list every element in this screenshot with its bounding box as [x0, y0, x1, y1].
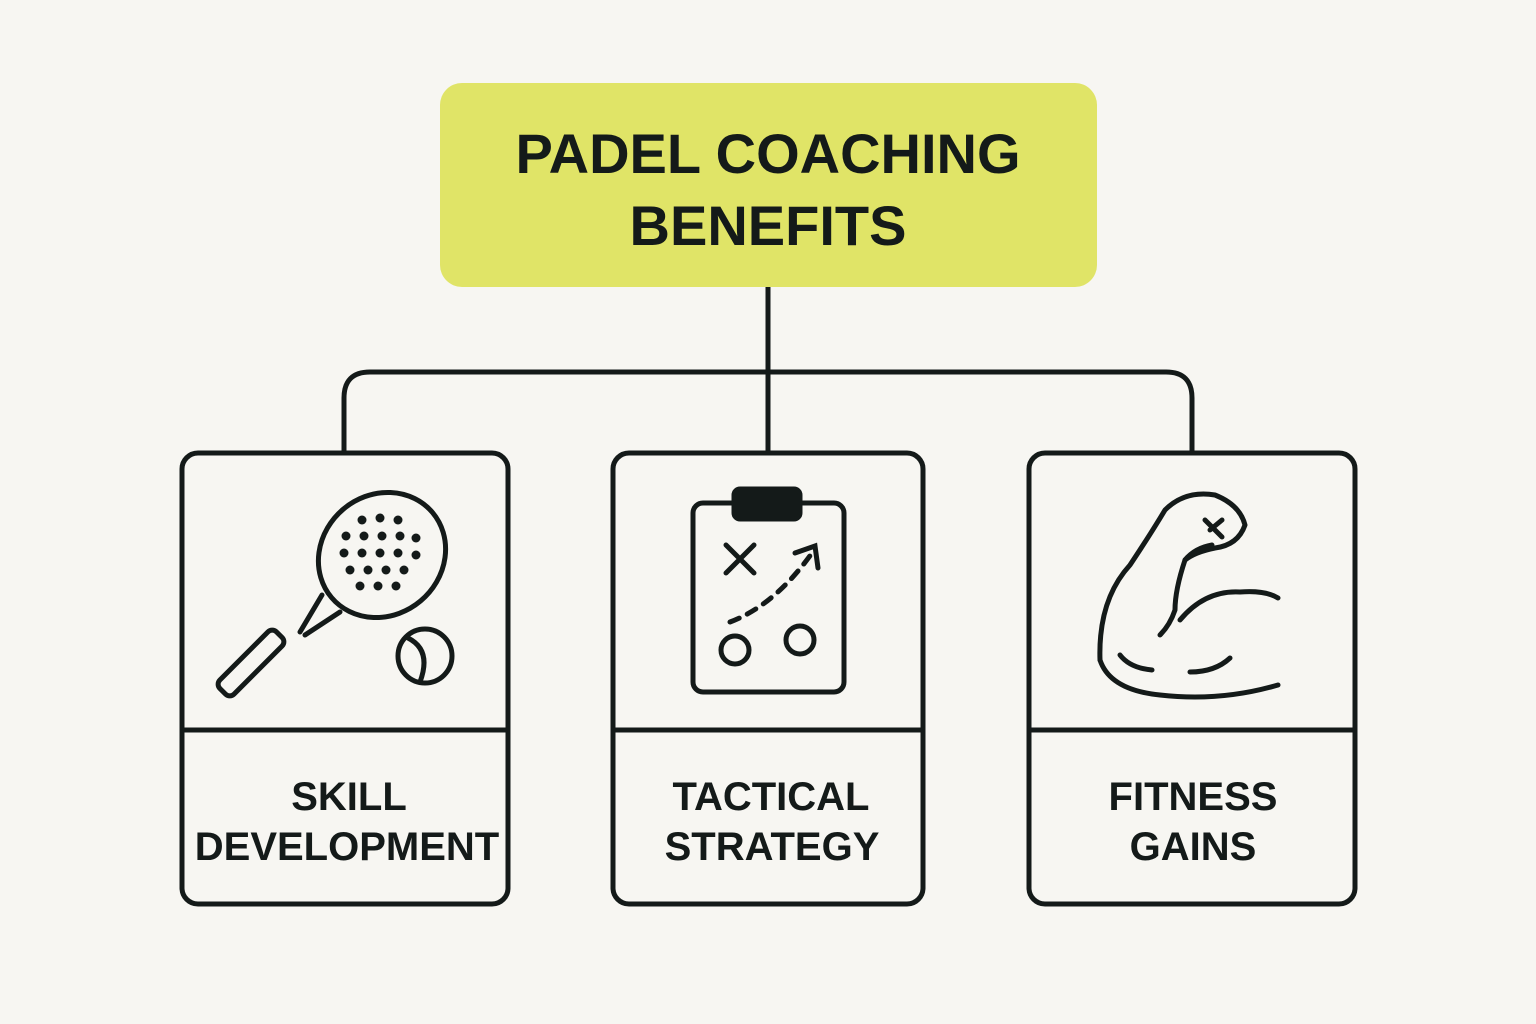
card-skill-development: SKILL DEVELOPMENT [179, 450, 511, 907]
card-label-line-2: DEVELOPMENT [195, 825, 499, 869]
title-line-2: BENEFITS [630, 194, 907, 257]
title-line-1: PADEL COACHING [515, 122, 1020, 185]
connector-lines [341, 287, 1195, 452]
card-label-line-1: TACTICAL [673, 775, 870, 819]
card-tactical-strategy: TACTICAL STRATEGY [610, 450, 926, 907]
title-box: PADEL COACHING BENEFITS [440, 83, 1097, 287]
padel-racket-icon [215, 489, 455, 699]
card-label-line-1: SKILL [291, 775, 407, 819]
card-fitness-gains: FITNESS GAINS [1026, 450, 1358, 907]
flexed-arm-icon [1097, 491, 1281, 700]
card-label-line-2: STRATEGY [665, 825, 880, 869]
clipboard-tactics-icon [690, 486, 847, 695]
card-label-line-1: FITNESS [1109, 775, 1278, 819]
card-label-line-2: GAINS [1130, 825, 1257, 869]
